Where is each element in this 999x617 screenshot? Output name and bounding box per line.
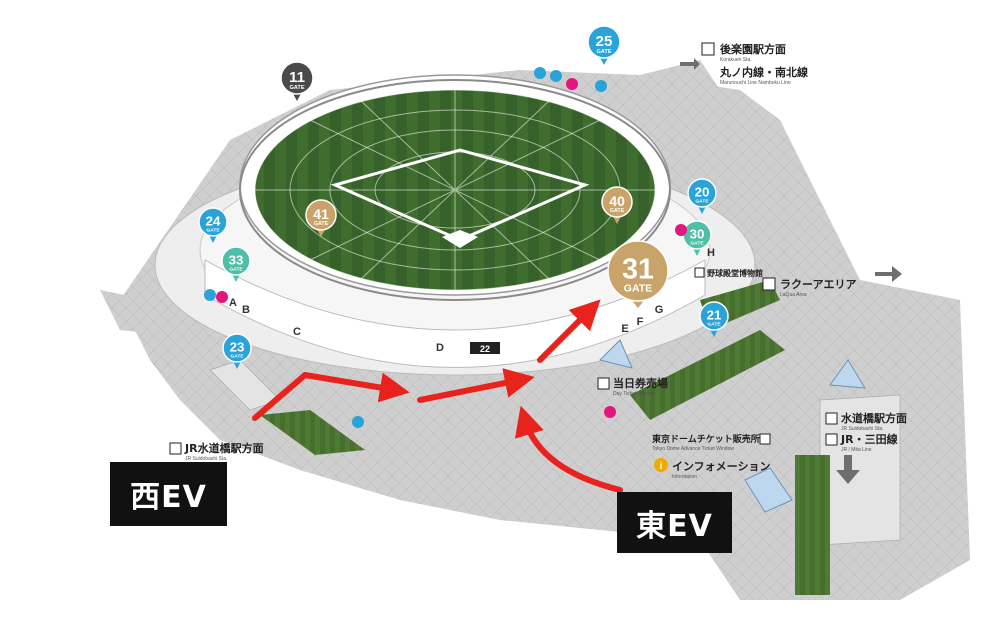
gate-number: 33	[229, 253, 244, 268]
gate-label: GATE	[206, 228, 220, 234]
gate-label: GATE	[695, 199, 709, 205]
svg-text:当日券売場: 当日券売場	[613, 376, 668, 390]
route-arrows	[252, 299, 623, 493]
gate-letter-c: C	[293, 326, 301, 338]
gate-label: GATE	[624, 282, 652, 294]
gate-letter-e: E	[621, 323, 628, 335]
direction-arrows	[680, 58, 902, 484]
svg-text:JR / Mita Line: JR / Mita Line	[841, 447, 872, 453]
svg-text:JR Suidobashi Sta.: JR Suidobashi Sta.	[185, 456, 228, 462]
gate-number: 40	[609, 194, 625, 210]
restroom-icon	[595, 80, 607, 92]
svg-text:Day Ticket Window: Day Ticket Window	[613, 391, 656, 397]
information-icon	[654, 458, 668, 472]
east-ev-label: 東EV	[617, 492, 732, 553]
gate-label: GATE	[596, 49, 611, 55]
gate-number: 21	[707, 308, 722, 323]
gate-label: GATE	[707, 322, 721, 328]
svg-text:野球殿堂博物館: 野球殿堂博物館	[707, 268, 763, 278]
svg-text:Tokyo Dome Advance Ticket Wind: Tokyo Dome Advance Ticket Window	[652, 446, 734, 452]
svg-text:インフォメーション: インフォメーション	[672, 460, 770, 473]
svg-text:東京ドームチケット販売所: 東京ドームチケット販売所	[652, 433, 760, 445]
gate-letter-h: H	[707, 247, 715, 259]
svg-text:LaQua Area: LaQua Area	[780, 292, 807, 298]
dome	[239, 74, 671, 301]
gate-number: 25	[596, 33, 613, 50]
glass-pyramids	[599, 339, 866, 513]
museum-label: 野球殿堂博物館	[694, 267, 763, 278]
arrow-down-icon	[836, 455, 860, 484]
gate-number: 41	[313, 207, 329, 223]
west-ev-label: 西EV	[110, 462, 227, 526]
restroom-female-icon	[216, 291, 228, 303]
svg-text:後楽園駅方面: 後楽園駅方面	[720, 42, 786, 56]
facility-icons: i	[204, 67, 687, 472]
svg-text:JR・三田線: JR・三田線	[840, 432, 898, 446]
day-ticket-label: 当日券売場 Day Ticket Window	[597, 376, 668, 397]
restroom-icon	[352, 416, 364, 428]
svg-text:JR水道橋駅方面: JR水道橋駅方面	[184, 441, 264, 455]
restroom-female-icon	[675, 224, 687, 236]
gate-number: 23	[230, 340, 245, 355]
svg-text:Korakuen Sta.: Korakuen Sta.	[720, 57, 752, 63]
gate-letter-b: B	[242, 304, 250, 316]
gate-pins: 11GATE25GATE24GATE33GATE41GATE40GATE20GA…	[198, 25, 729, 369]
place-labels: 後楽園駅方面 Korakuen Sta. 丸ノ内線・南北線 Marunouchi…	[169, 42, 907, 480]
svg-text:JR Suidobashi Sta.: JR Suidobashi Sta.	[841, 426, 884, 432]
jr-suidobashi-label: JR水道橋駅方面 JR Suidobashi Sta.	[169, 441, 264, 462]
korakuen-label: 後楽園駅方面 Korakuen Sta. 丸ノ内線・南北線 Marunouchi…	[701, 42, 808, 86]
svg-text:Marunouchi Line Namboku Line: Marunouchi Line Namboku Line	[720, 80, 791, 86]
svg-text:水道橋駅方面: 水道橋駅方面	[841, 411, 907, 425]
gate-label: GATE	[289, 85, 304, 91]
svg-text:丸ノ内線・南北線: 丸ノ内線・南北線	[719, 65, 808, 79]
gate-letter-a: A	[229, 297, 237, 309]
gate-label: GATE	[229, 267, 243, 273]
arrow-right-icon	[875, 266, 902, 282]
svg-text:ラクーアエリア: ラクーアエリア	[780, 278, 857, 291]
gate-letter-g: G	[655, 304, 664, 316]
information-label: インフォメーション Information	[672, 460, 770, 480]
gate-number: 20	[695, 185, 710, 200]
suidobashi-label: 水道橋駅方面 JR Suidobashi Sta. JR・三田線 JR / Mi…	[825, 411, 907, 453]
tokyodome-ticket-label: 東京ドームチケット販売所 Tokyo Dome Advance Ticket W…	[652, 433, 771, 452]
information-icon-glyph: i	[660, 461, 663, 472]
gate-letter-f: F	[637, 316, 644, 328]
restroom-icon	[534, 67, 546, 79]
gate-number: 24	[206, 214, 221, 229]
gate-label: GATE	[314, 221, 329, 227]
gate-number: 11	[289, 69, 306, 86]
gate-letters: AB C D EFG H	[229, 247, 715, 354]
door-plate-22: 22	[470, 342, 500, 354]
svg-text:22: 22	[480, 344, 490, 354]
wheelchair-icon	[550, 70, 562, 82]
gate-number: 31	[622, 254, 654, 286]
restroom-female-icon	[566, 78, 578, 90]
restroom-female-icon	[604, 406, 616, 418]
restroom-icon	[204, 289, 216, 301]
gate-label: GATE	[230, 354, 244, 360]
gate-label: GATE	[610, 208, 625, 214]
gate-label: GATE	[690, 241, 704, 247]
laqua-label: ラクーアエリア LaQua Area	[762, 277, 857, 298]
arrow-right-icon	[680, 58, 700, 70]
gate-letter-d: D	[436, 342, 444, 354]
svg-text:Information: Information	[672, 474, 697, 480]
gate-number: 30	[690, 227, 705, 242]
